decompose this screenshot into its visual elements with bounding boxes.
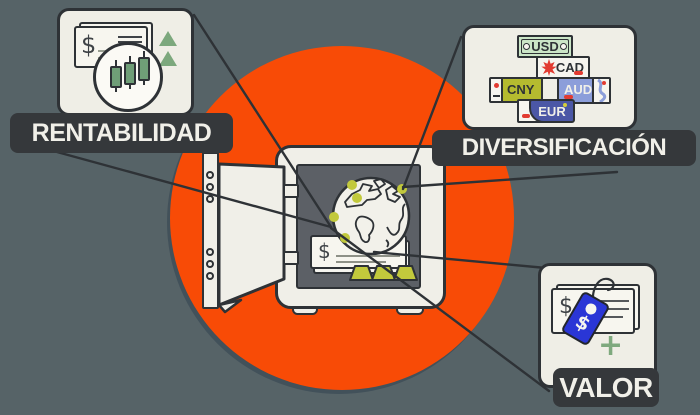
dollar-symbol: $ <box>81 31 97 59</box>
bill-edge-strip <box>592 79 609 102</box>
bill-mark <box>564 95 573 99</box>
door-lock-bolt <box>283 251 299 265</box>
diversificacion-label: DIVERSIFICACIÓN <box>432 130 696 166</box>
connector-line <box>329 226 551 393</box>
check-line <box>118 36 142 38</box>
check-line <box>601 308 629 310</box>
door-lock-bolt <box>283 184 299 198</box>
hinge-rivet <box>206 183 214 191</box>
vault-door-hinge <box>202 152 219 309</box>
candlestick-chart-icon <box>93 42 163 112</box>
bill-mark <box>493 95 500 97</box>
bill-seal <box>523 43 530 50</box>
rentabilidad-label: RENTABILIDAD <box>10 113 233 153</box>
hinge-rivet <box>206 248 214 256</box>
currency-code: USD <box>531 39 559 54</box>
currency-code: EUR <box>538 104 566 119</box>
up-arrow-icon <box>159 51 177 66</box>
valor-label: VALOR <box>553 368 659 407</box>
connector-line <box>401 35 463 191</box>
cad-banknote: CAD <box>536 56 590 79</box>
eur-banknote-blue: EUR <box>529 99 575 123</box>
hinge-rivet <box>206 260 214 268</box>
usd-banknote: USD <box>517 35 573 58</box>
tag-string <box>591 277 615 310</box>
bill-mark <box>563 103 567 107</box>
vault-door <box>217 162 286 314</box>
connector-line <box>372 250 548 270</box>
currency-code: CNY <box>507 82 535 97</box>
connector-line <box>192 13 333 229</box>
hinge-rivet <box>206 171 214 179</box>
bill-mark <box>602 81 606 85</box>
plus-icon: + <box>598 328 624 363</box>
bill-seal <box>560 43 567 50</box>
connector-line <box>401 170 619 189</box>
cny-banknote: CNY <box>489 77 543 103</box>
bill-mark <box>574 71 583 75</box>
check-line <box>336 261 386 263</box>
globe-continents <box>344 178 406 248</box>
currency-code: AUD <box>564 82 593 97</box>
check-line <box>601 316 623 318</box>
check-line <box>601 300 629 302</box>
gold-bars-icon <box>349 265 418 281</box>
up-arrow-icon <box>159 31 177 46</box>
connector-line <box>55 150 333 229</box>
bill-mark <box>522 114 530 118</box>
bill-mark <box>494 83 499 88</box>
bill-inner-border <box>521 39 569 54</box>
hinge-rivet <box>206 195 214 203</box>
hinge-rivet <box>206 272 214 280</box>
maple-leaf-icon <box>541 59 557 76</box>
dollar-symbol: $ <box>318 239 331 263</box>
